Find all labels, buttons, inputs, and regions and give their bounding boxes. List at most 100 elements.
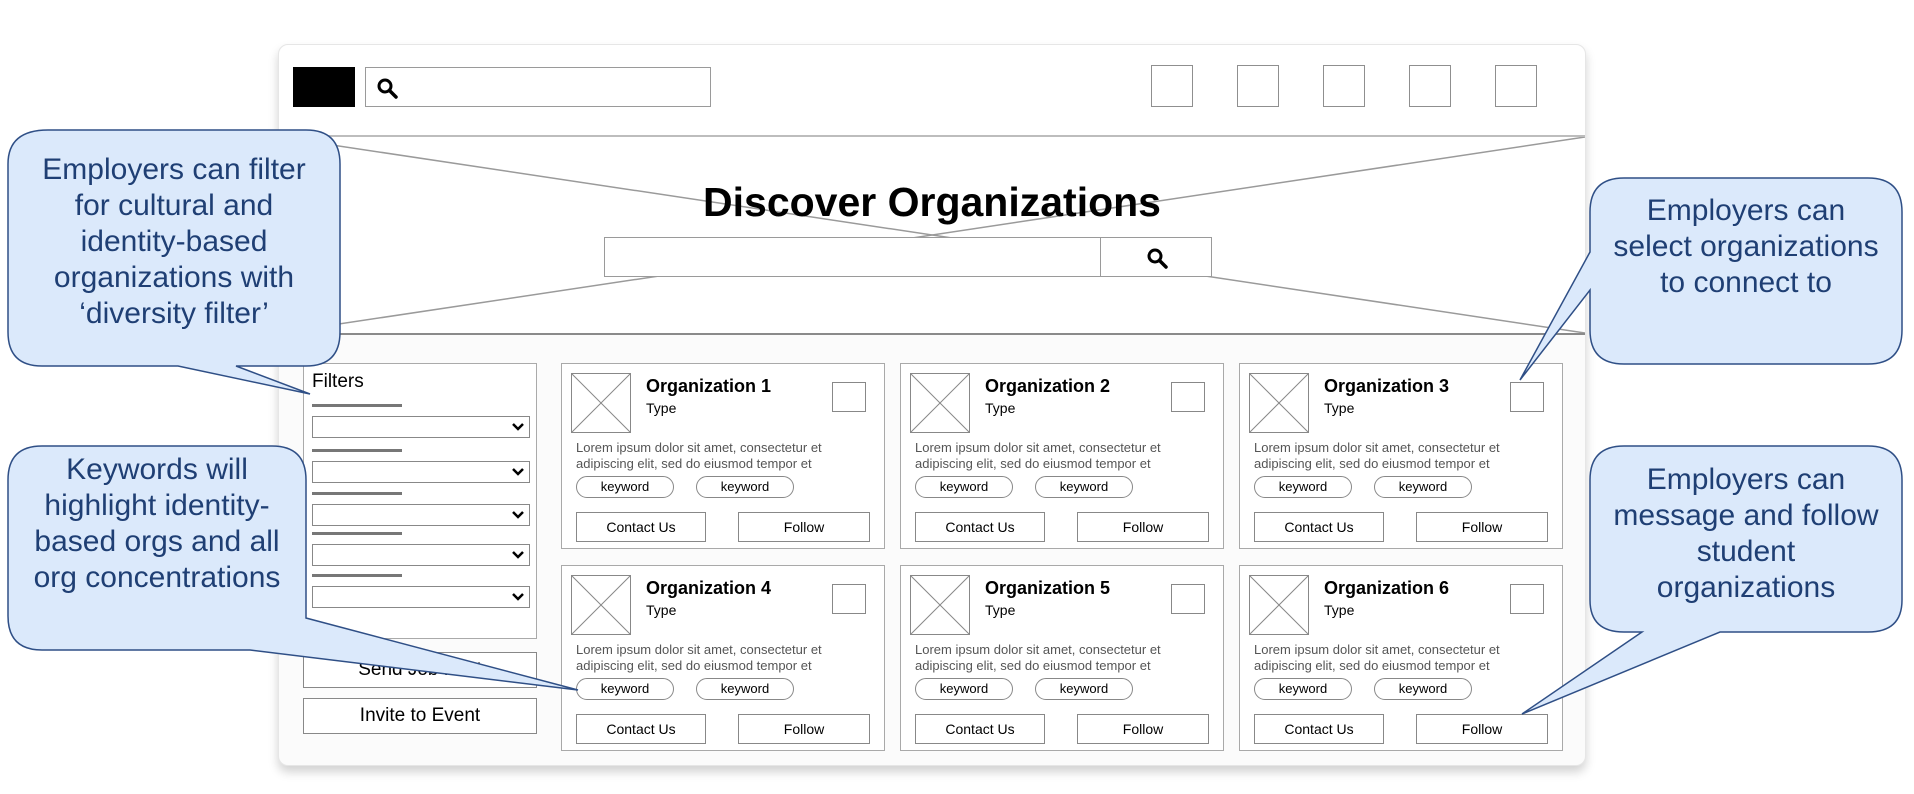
select-org-checkbox[interactable] bbox=[1510, 584, 1544, 614]
org-image-placeholder bbox=[910, 373, 970, 433]
org-search-input[interactable] bbox=[604, 237, 1102, 277]
keyword-tag[interactable]: keyword bbox=[696, 476, 794, 498]
callout-keywords-text: Keywords will highlight identity-based o… bbox=[33, 453, 281, 594]
callout-keywords-bubble bbox=[7, 445, 579, 691]
chevron-down-icon bbox=[512, 551, 524, 559]
keyword-tag[interactable]: keyword bbox=[1254, 476, 1352, 498]
filter-dropdown-4[interactable] bbox=[312, 544, 530, 566]
nav-icon-2[interactable] bbox=[1237, 65, 1279, 107]
org-card: Organization 4 Type Lorem ipsum dolor si… bbox=[561, 565, 885, 751]
select-org-checkbox[interactable] bbox=[1510, 382, 1544, 412]
filter-dropdown-1[interactable] bbox=[312, 416, 530, 438]
filter-label-placeholder bbox=[312, 492, 402, 495]
hero-banner: Discover Organizations bbox=[279, 135, 1585, 335]
keyword-tag[interactable]: keyword bbox=[1035, 678, 1133, 700]
keyword-tag[interactable]: keyword bbox=[915, 476, 1013, 498]
nav-icon-4[interactable] bbox=[1409, 65, 1451, 107]
org-description: Lorem ipsum dolor sit amet, consectetur … bbox=[915, 642, 1161, 673]
chevron-down-icon bbox=[512, 423, 524, 431]
callout-message-follow-bubble bbox=[1521, 445, 1903, 715]
org-name[interactable]: Organization 1 bbox=[646, 376, 772, 396]
org-image-placeholder bbox=[571, 373, 631, 433]
org-card: Organization 5 Type Lorem ipsum dolor si… bbox=[900, 565, 1224, 751]
follow-button[interactable]: Follow bbox=[738, 512, 870, 542]
follow-button[interactable]: Follow bbox=[1077, 714, 1209, 744]
image-placeholder-icon bbox=[1250, 374, 1308, 432]
callout-select-orgs-bubble bbox=[1519, 177, 1903, 381]
org-type: Type bbox=[646, 400, 677, 416]
wireframe-window: Discover Organizations Filters bbox=[278, 44, 1586, 766]
org-name[interactable]: Organization 3 bbox=[1324, 376, 1450, 396]
top-navigation-bar bbox=[279, 45, 1585, 135]
org-type: Type bbox=[1324, 602, 1355, 618]
org-type: Type bbox=[985, 400, 1016, 416]
org-name[interactable]: Organization 6 bbox=[1324, 578, 1450, 598]
filter-label-placeholder bbox=[312, 532, 402, 535]
org-image-placeholder bbox=[571, 575, 631, 635]
org-card: Organization 2 Type Lorem ipsum dolor si… bbox=[900, 363, 1224, 549]
select-org-checkbox[interactable] bbox=[832, 584, 866, 614]
page-title: Discover Organizations bbox=[703, 179, 1161, 225]
callout-diversity-filter-text: Employers can filter for cultural and id… bbox=[42, 153, 306, 330]
org-card: Organization 6 Type Lorem ipsum dolor si… bbox=[1239, 565, 1563, 751]
contact-us-button[interactable]: Contact Us bbox=[576, 512, 706, 542]
image-placeholder-icon bbox=[911, 374, 969, 432]
select-org-checkbox[interactable] bbox=[832, 382, 866, 412]
hero-image-placeholder-icon bbox=[279, 137, 1585, 333]
org-image-placeholder bbox=[910, 575, 970, 635]
callout-diversity-filter-bubble bbox=[7, 129, 341, 395]
keyword-tag[interactable]: keyword bbox=[1254, 678, 1352, 700]
org-search-button[interactable] bbox=[1100, 237, 1212, 277]
callout-message-follow-text: Employers can message and follow student… bbox=[1613, 463, 1879, 604]
invite-to-event-button[interactable]: Invite to Event bbox=[303, 698, 537, 734]
select-org-checkbox[interactable] bbox=[1171, 382, 1205, 412]
chevron-down-icon bbox=[512, 593, 524, 601]
keyword-tag[interactable]: keyword bbox=[1374, 678, 1472, 700]
callout-select-orgs-text: Employers can select organizations to co… bbox=[1613, 194, 1879, 299]
keyword-tag[interactable]: keyword bbox=[696, 678, 794, 700]
keyword-tag[interactable]: keyword bbox=[1374, 476, 1472, 498]
top-search-input[interactable] bbox=[365, 67, 711, 107]
nav-icon-1[interactable] bbox=[1151, 65, 1193, 107]
org-name[interactable]: Organization 4 bbox=[646, 578, 772, 598]
org-name[interactable]: Organization 2 bbox=[985, 376, 1111, 396]
contact-us-button[interactable]: Contact Us bbox=[915, 512, 1045, 542]
org-description: Lorem ipsum dolor sit amet, consectetur … bbox=[1254, 440, 1500, 471]
filter-label-placeholder bbox=[312, 449, 402, 452]
keyword-tag[interactable]: keyword bbox=[915, 678, 1013, 700]
image-placeholder-icon bbox=[572, 576, 630, 634]
filter-label-placeholder bbox=[312, 404, 402, 407]
filter-dropdown-3[interactable] bbox=[312, 504, 530, 526]
filters-panel: Filters bbox=[303, 363, 537, 639]
org-card: Organization 3 Type Lorem ipsum dolor si… bbox=[1239, 363, 1563, 549]
follow-button[interactable]: Follow bbox=[738, 714, 870, 744]
org-name[interactable]: Organization 5 bbox=[985, 578, 1111, 598]
org-description: Lorem ipsum dolor sit amet, consectetur … bbox=[576, 642, 822, 673]
follow-button[interactable]: Follow bbox=[1416, 714, 1548, 744]
keyword-tag[interactable]: keyword bbox=[1035, 476, 1133, 498]
filter-dropdown-2[interactable] bbox=[312, 461, 530, 483]
image-placeholder-icon bbox=[1250, 576, 1308, 634]
org-type: Type bbox=[1324, 400, 1355, 416]
contact-us-button[interactable]: Contact Us bbox=[576, 714, 706, 744]
org-type: Type bbox=[985, 602, 1016, 618]
nav-icon-3[interactable] bbox=[1323, 65, 1365, 107]
search-icon bbox=[377, 78, 398, 99]
org-type: Type bbox=[646, 602, 677, 618]
follow-button[interactable]: Follow bbox=[1077, 512, 1209, 542]
org-description: Lorem ipsum dolor sit amet, consectetur … bbox=[915, 440, 1161, 471]
select-org-checkbox[interactable] bbox=[1171, 584, 1205, 614]
contact-us-button[interactable]: Contact Us bbox=[1254, 512, 1384, 542]
nav-icon-5[interactable] bbox=[1495, 65, 1537, 107]
contact-us-button[interactable]: Contact Us bbox=[915, 714, 1045, 744]
filter-dropdown-5[interactable] bbox=[312, 586, 530, 608]
follow-button[interactable]: Follow bbox=[1416, 512, 1548, 542]
org-card: Organization 1 Type Lorem ipsum dolor si… bbox=[561, 363, 885, 549]
logo[interactable] bbox=[293, 67, 355, 107]
contact-us-button[interactable]: Contact Us bbox=[1254, 714, 1384, 744]
org-image-placeholder bbox=[1249, 373, 1309, 433]
keyword-tag[interactable]: keyword bbox=[576, 476, 674, 498]
image-placeholder-icon bbox=[911, 576, 969, 634]
image-placeholder-icon bbox=[572, 374, 630, 432]
